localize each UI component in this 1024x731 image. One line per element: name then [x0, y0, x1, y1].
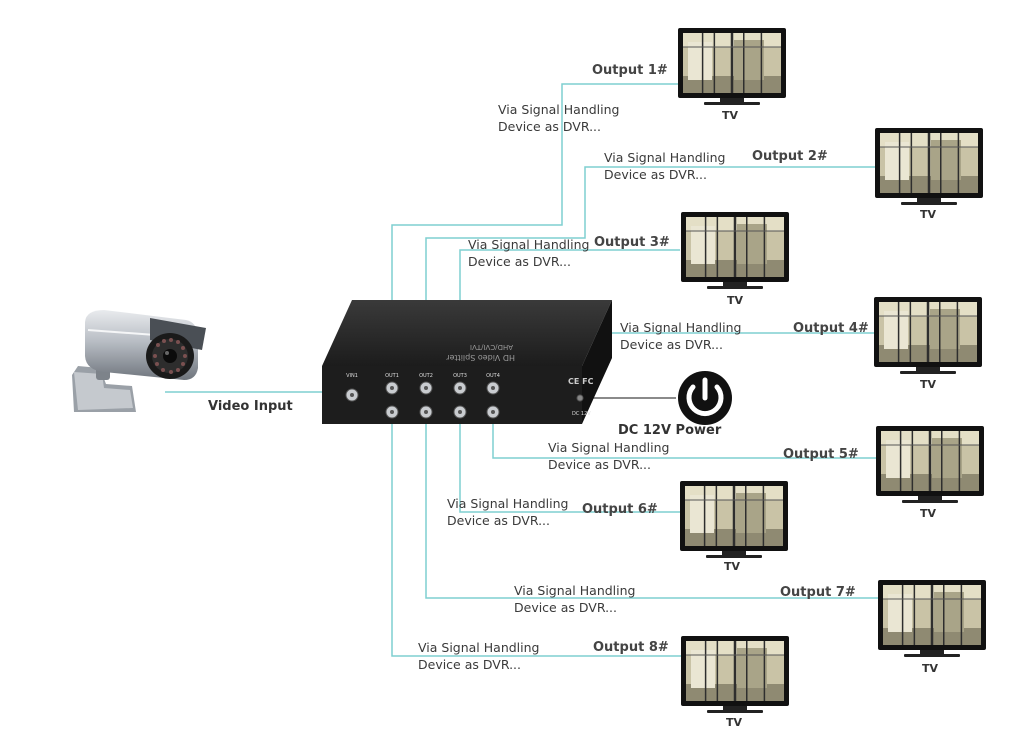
- output-label-1: Output 1#: [592, 63, 668, 78]
- tv-5: [876, 426, 984, 503]
- tv-caption-7: TV: [922, 662, 939, 675]
- port-label-vin1: VIN1: [346, 373, 358, 379]
- power-port-label: DC 12V: [572, 411, 591, 417]
- port-label-out2: OUT2: [419, 373, 433, 379]
- face-print: HD Video Splitter AHD/CVI/TVI: [446, 343, 515, 362]
- power-icon: [678, 371, 732, 425]
- wire-output-6: [459, 412, 680, 513]
- tv-4: [874, 297, 982, 374]
- wire-output-2: [425, 166, 875, 378]
- cctv-camera: [72, 310, 206, 412]
- tv-3: [681, 212, 789, 289]
- tv-1: [678, 28, 786, 105]
- splitter-face-text: HD Video Splitter: [446, 353, 515, 362]
- output-label-8: Output 8#: [593, 640, 669, 655]
- tv-caption-4: TV: [920, 378, 937, 391]
- ce-fc-marks: CE FC: [568, 377, 594, 386]
- power-label: DC 12V Power: [618, 423, 722, 438]
- output-label-5: Output 5#: [783, 447, 859, 462]
- tv-2: [875, 128, 983, 205]
- port-label-out1: OUT1: [385, 373, 399, 379]
- splitter-face-subtext: AHD/CVI/TVI: [470, 343, 513, 351]
- output-label-3: Output 3#: [594, 235, 670, 250]
- tv-caption-6: TV: [724, 560, 741, 573]
- output-label-6: Output 6#: [582, 502, 658, 517]
- wire-output-8: [391, 412, 681, 657]
- video-input-label: Video Input: [208, 399, 293, 414]
- port-label-out4: OUT4: [486, 373, 500, 379]
- video-splitter-box: HD Video Splitter AHD/CVI/TVI VIN1 OUT1 …: [322, 300, 612, 424]
- wire-output-1: [391, 83, 678, 378]
- tv-caption-5: TV: [920, 507, 937, 520]
- port-label-out3: OUT3: [453, 373, 467, 379]
- output-label-4: Output 4#: [793, 321, 869, 336]
- tv-sets: [678, 28, 986, 713]
- tv-caption-2: TV: [920, 208, 937, 221]
- tv-6: [680, 481, 788, 558]
- tv-caption-8: TV: [726, 716, 743, 729]
- output-label-2: Output 2#: [752, 149, 828, 164]
- wire-output-5: [492, 412, 876, 459]
- tv-8: [681, 636, 789, 713]
- output-label-7: Output 7#: [780, 585, 856, 600]
- tv-caption-1: TV: [722, 109, 739, 122]
- tv-caption-3: TV: [727, 294, 744, 307]
- wire-output-7: [425, 412, 878, 599]
- tv-7: [878, 580, 986, 657]
